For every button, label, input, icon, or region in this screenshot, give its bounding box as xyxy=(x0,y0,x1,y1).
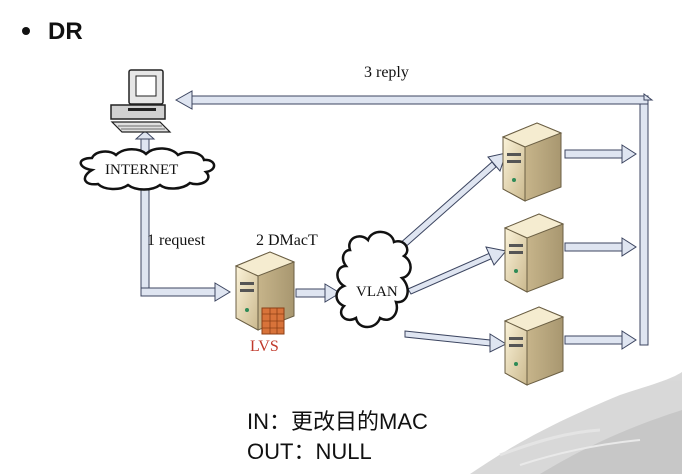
note-out: OUT：NULL xyxy=(247,439,372,464)
server3-output-head xyxy=(621,330,637,350)
request-path xyxy=(140,185,231,302)
request-horizontal-line xyxy=(140,287,218,297)
reply-path xyxy=(174,90,654,346)
reply-label: 3 reply xyxy=(364,64,409,81)
lvs-vlan-link xyxy=(295,283,341,303)
vlan-server2-shaft xyxy=(407,252,494,295)
vlan-server3-head xyxy=(489,333,508,353)
request-arrowhead xyxy=(214,282,231,302)
bullet-icon xyxy=(22,26,30,35)
server1-output-head xyxy=(621,144,637,164)
server3-output-arrow xyxy=(564,335,624,345)
decorative-brush-texture xyxy=(470,372,682,474)
server2-output-head xyxy=(621,237,637,257)
reply-vertical-line xyxy=(639,99,649,346)
internet-label: INTERNET xyxy=(105,162,179,178)
lvs-server-icon xyxy=(234,251,296,335)
vlan-server2-head xyxy=(485,246,507,266)
request-label: 1 request xyxy=(147,232,206,249)
server1-output-arrow xyxy=(564,149,624,159)
slide-title: DR xyxy=(22,18,83,46)
server2-output-arrow xyxy=(564,242,624,252)
vlan-server1-shaft xyxy=(397,161,497,251)
lvs-vlan-shaft xyxy=(295,288,327,298)
real-server-1-icon xyxy=(501,122,563,202)
lvs-label: LVS xyxy=(250,338,279,355)
reply-horizontal-line xyxy=(189,95,649,105)
reply-arrowhead xyxy=(174,90,193,110)
internet-cloud xyxy=(79,147,216,191)
client-pc-icon xyxy=(110,69,172,133)
vlan-server-links xyxy=(397,152,508,353)
pc-internet-up-head xyxy=(134,130,156,140)
real-server-3-icon xyxy=(503,306,565,386)
dmact-label: 2 DMacT xyxy=(256,232,318,249)
title-text: DR xyxy=(48,18,83,45)
server-outputs xyxy=(564,144,637,350)
vlan-server3-shaft xyxy=(404,330,491,347)
vlan-cloud xyxy=(335,230,412,329)
note-in: IN：更改目的MAC xyxy=(247,409,428,434)
real-server-2-icon xyxy=(503,213,565,293)
vlan-label: VLAN xyxy=(356,284,398,300)
reply-corner xyxy=(643,93,654,101)
lvs-vlan-head xyxy=(324,283,341,303)
